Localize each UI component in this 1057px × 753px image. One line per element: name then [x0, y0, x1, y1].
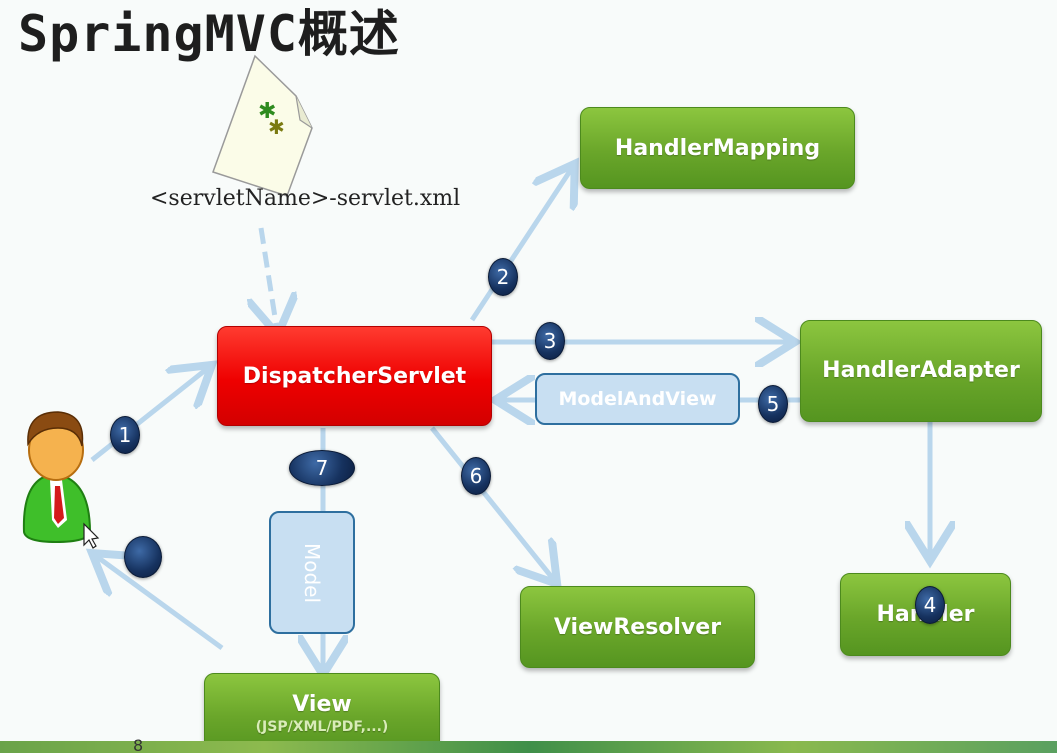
- footer-strip: [0, 741, 1057, 753]
- view-box: View (JSP/XML/PDF,...): [204, 673, 440, 753]
- view-resolver-label: ViewResolver: [553, 614, 722, 640]
- step-badge-5: 5: [758, 385, 788, 423]
- model-box: Model: [269, 511, 355, 634]
- handler-mapping-label: HandlerMapping: [614, 135, 821, 161]
- view-resolver-box: ViewResolver: [520, 586, 755, 668]
- dispatcher-servlet-label: DispatcherServlet: [242, 363, 467, 389]
- view-subtitle: (JSP/XML/PDF,...): [255, 718, 389, 735]
- arrow-response: [96, 556, 224, 651]
- step-badge-blank: [124, 536, 162, 578]
- model-and-view-label: ModelAndView: [558, 388, 717, 410]
- step-badge-7: 7: [289, 450, 355, 486]
- step-badge-4: 4: [915, 586, 945, 624]
- arrow-step-2: [469, 168, 572, 322]
- model-and-view-box: ModelAndView: [535, 373, 740, 425]
- arrow-step-1: [90, 368, 208, 462]
- svg-text:✱: ✱: [268, 115, 285, 139]
- step-badge-2: 2: [488, 258, 518, 296]
- model-label: Model: [300, 542, 324, 603]
- handler-mapping-box: HandlerMapping: [580, 107, 855, 189]
- config-file-label: <servletName>-servlet.xml: [150, 186, 461, 211]
- handler-adapter-label: HandlerAdapter: [822, 358, 1020, 383]
- handler-adapter-box: HandlerAdapter: [800, 320, 1042, 422]
- dispatcher-servlet-box: DispatcherServlet: [217, 326, 492, 426]
- step-badge-1: 1: [110, 416, 140, 454]
- svg-text:✱: ✱: [258, 99, 276, 124]
- page-title: SpringMVC概述: [18, 5, 400, 63]
- user-icon: [22, 411, 92, 544]
- page-number: 8: [133, 736, 144, 753]
- arrow-config: [261, 227, 277, 330]
- step-badge-6: 6: [461, 457, 491, 495]
- mouse-cursor-icon: [83, 522, 100, 549]
- view-label: View: [292, 691, 352, 717]
- step-badge-3: 3: [535, 322, 565, 360]
- arrow-step-6: [430, 426, 554, 580]
- xml-document-icon: ✱ ✱: [212, 54, 313, 197]
